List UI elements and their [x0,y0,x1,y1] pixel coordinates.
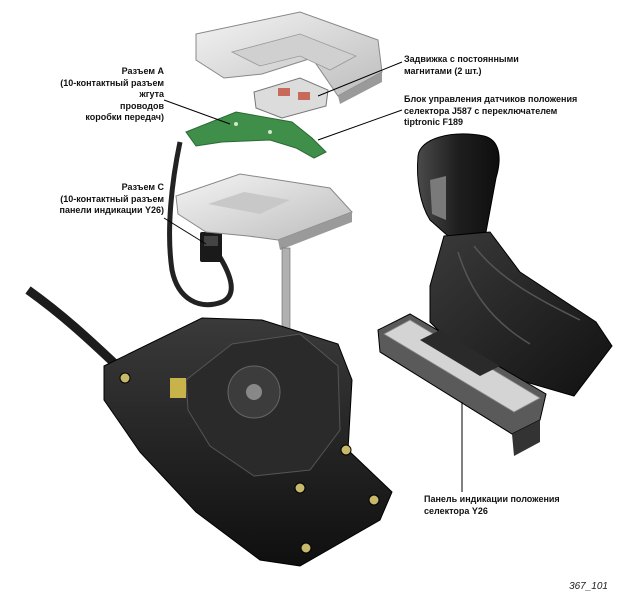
label-connector-c-line1: Разъем С [121,182,164,192]
label-sensor-unit-line2: селектора J587 с переключателем [404,105,558,116]
label-indicator-panel-line1: Панель индикации положения [424,494,560,504]
label-indicator-panel: Панель индикации положения селектора Y26 [424,494,604,517]
label-connector-c: Разъем С (10-контактный разъем панели ин… [34,182,164,217]
label-connector-a-line1: Разъем А [121,66,164,76]
label-connector-a: Разъем А (10-контактный разъем жгута про… [34,66,164,124]
leader-lines [163,61,463,492]
label-connector-c-line2: (10-контактный разъем [60,193,164,204]
label-magnet-slide-line2: магнитами (2 шт.) [404,65,482,76]
label-magnet-slide-line1: Задвижка с постоянными [404,54,519,64]
label-magnet-slide: Задвижка с постоянными магнитами (2 шт.) [404,54,604,77]
pcb-sensor-unit [185,111,327,159]
gear-knob [417,133,500,237]
label-sensor-unit: Блок управления датчиков положения селек… [404,94,604,129]
guide-plate [175,173,353,250]
label-connector-a-line2: (10-контактный разъем жгута [60,77,164,100]
magnet-slide [253,77,329,119]
indicator-panel [377,313,547,456]
label-indicator-panel-line2: селектора Y26 [424,505,488,516]
cable-harness [167,141,234,308]
label-sensor-unit-line1: Блок управления датчиков положения [404,94,578,104]
connector-c [200,232,222,262]
label-connector-c-line3: панели индикации Y26) [59,205,164,215]
label-sensor-unit-line3: tiptronic F189 [404,117,464,127]
label-connector-a-line3: проводов [120,100,164,111]
label-connector-a-line4: коробки передач) [85,112,164,122]
shifter-housing [103,317,393,567]
top-cover [195,11,383,104]
figure-id: 367_101 [569,581,608,592]
